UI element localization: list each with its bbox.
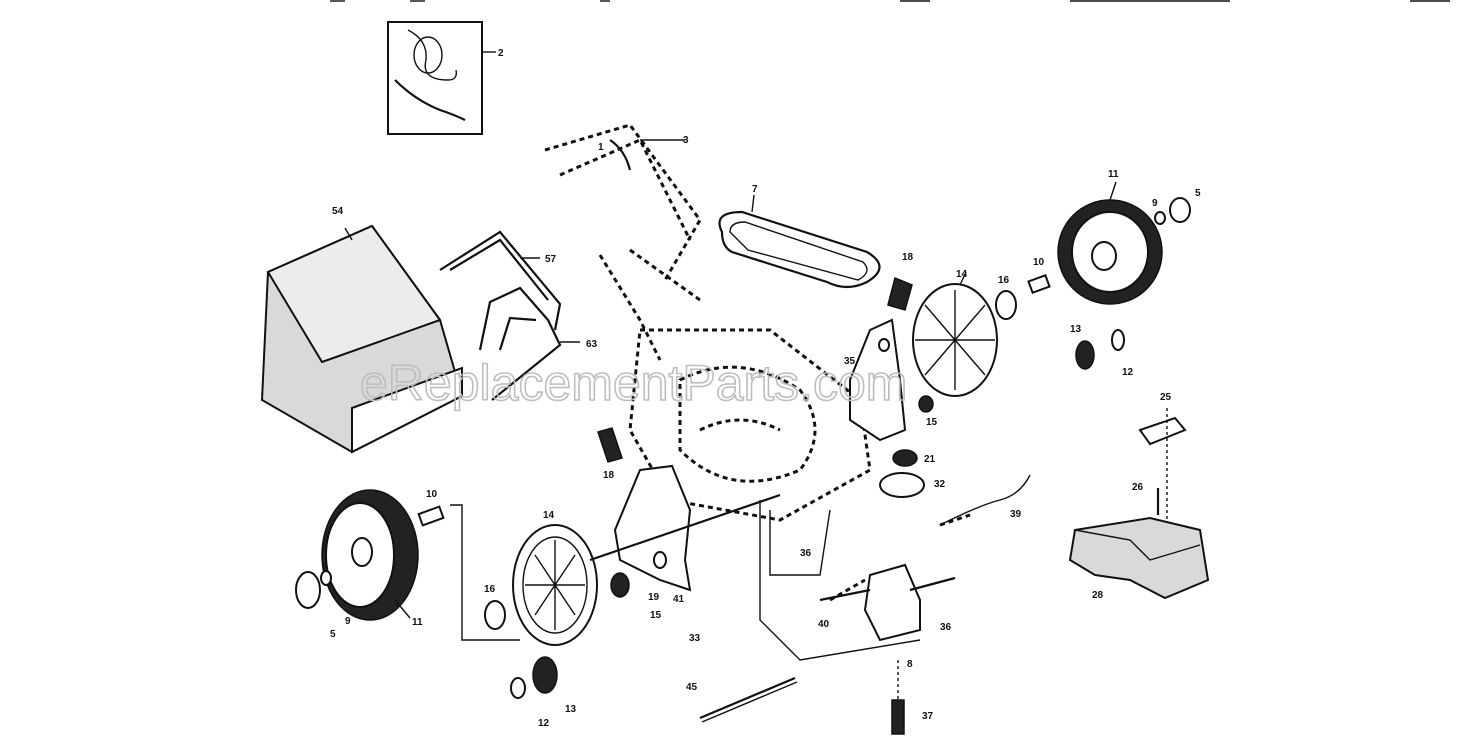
part-bolt-37	[891, 660, 905, 735]
callout-labels: 2 54 57 63 1 3 7 18 14 16 10 11 9 5 13 1…	[330, 48, 1201, 729]
part-hubcap-left	[295, 570, 332, 609]
callout-c18-top: 18	[902, 252, 914, 263]
callout-c18-left: 18	[603, 470, 615, 481]
callout-c3: 3	[683, 135, 689, 146]
callout-c5-left: 5	[330, 629, 336, 640]
part-washer-15-left	[610, 572, 630, 598]
part-left-rear-wheel	[321, 489, 419, 621]
watermark: eReplacementParts.com	[360, 355, 907, 411]
callout-c11-right: 11	[1108, 169, 1119, 180]
part-cable-39	[939, 474, 1031, 527]
callout-c21: 21	[924, 454, 936, 465]
callout-c13-right: 13	[1070, 324, 1082, 335]
part-spring-40	[829, 578, 866, 602]
part-pad-18-left	[597, 427, 623, 463]
callout-c7: 7	[752, 184, 758, 195]
part-mower-handle	[544, 123, 702, 361]
callout-c15-right: 15	[926, 417, 938, 428]
part-pinion-13-right	[1075, 329, 1125, 370]
callout-c1: 1	[598, 142, 604, 153]
part-pinion-13-left	[510, 656, 558, 699]
callout-c28: 28	[1092, 590, 1104, 601]
part-spacer-10-right	[1027, 274, 1051, 294]
callout-c25: 25	[1160, 392, 1172, 403]
callout-c33: 33	[689, 633, 701, 644]
callout-c26: 26	[1132, 482, 1144, 493]
callout-c36a: 36	[800, 548, 812, 559]
callout-c13-left: 13	[565, 704, 577, 715]
part-pulley-32	[879, 472, 925, 498]
part-bracket-35	[849, 318, 907, 442]
callout-c16-right: 16	[998, 275, 1010, 286]
part-bearing-16-left	[484, 600, 506, 630]
callout-c12-right: 12	[1122, 367, 1134, 378]
part-hubcap-right	[1154, 197, 1191, 225]
callout-c41: 41	[673, 594, 685, 605]
callout-c54: 54	[332, 206, 344, 217]
callout-c35: 35	[844, 356, 856, 367]
callout-c14-left: 14	[543, 510, 555, 521]
part-drive-belt	[718, 194, 881, 289]
callout-c45: 45	[686, 682, 698, 693]
part-transmission-36	[819, 563, 956, 642]
callout-c11-left: 11	[412, 617, 423, 628]
part-cable-kit	[387, 21, 496, 135]
callout-c57: 57	[545, 254, 557, 265]
part-linkage-rods	[759, 500, 921, 661]
part-right-rear-wheel	[1057, 181, 1163, 305]
callout-c37: 37	[922, 711, 934, 722]
callout-c36b: 36	[940, 622, 952, 633]
callout-c8: 8	[907, 659, 913, 670]
callout-c32: 32	[934, 479, 946, 490]
callout-c63: 63	[586, 339, 598, 350]
part-pad-18-top	[887, 276, 913, 311]
callout-c2: 2	[498, 48, 504, 59]
part-axle-shaft	[589, 493, 781, 562]
callout-c14-right: 14	[956, 269, 968, 280]
callout-c5-right: 5	[1195, 188, 1201, 199]
part-left-drive-gear	[512, 524, 598, 646]
callout-c39: 39	[1010, 509, 1022, 520]
part-right-drive-gear	[912, 271, 998, 397]
callout-c15-left: 15	[650, 610, 662, 621]
part-discharge-cover-28	[1068, 516, 1210, 600]
part-bearing-16-right	[995, 290, 1017, 320]
callout-c10-left: 10	[426, 489, 438, 500]
part-rod-45	[699, 676, 798, 723]
part-bracket-19	[613, 464, 692, 592]
part-nut-21	[892, 449, 918, 467]
part-spacer-10-left	[417, 504, 520, 641]
callout-c9-left: 9	[345, 616, 351, 627]
part-mower-deck	[628, 328, 872, 522]
callout-c9-right: 9	[1152, 198, 1158, 209]
callout-c10-right: 10	[1033, 257, 1045, 268]
callout-c19: 19	[648, 592, 660, 603]
callout-c40: 40	[818, 619, 830, 630]
part-grass-catcher	[260, 224, 464, 454]
callout-c16-left: 16	[484, 584, 496, 595]
part-chute-plate-25	[1138, 408, 1187, 530]
part-washer-15-right	[918, 395, 934, 413]
callout-c12-left: 12	[538, 718, 550, 729]
part-catcher-frame	[439, 230, 580, 401]
